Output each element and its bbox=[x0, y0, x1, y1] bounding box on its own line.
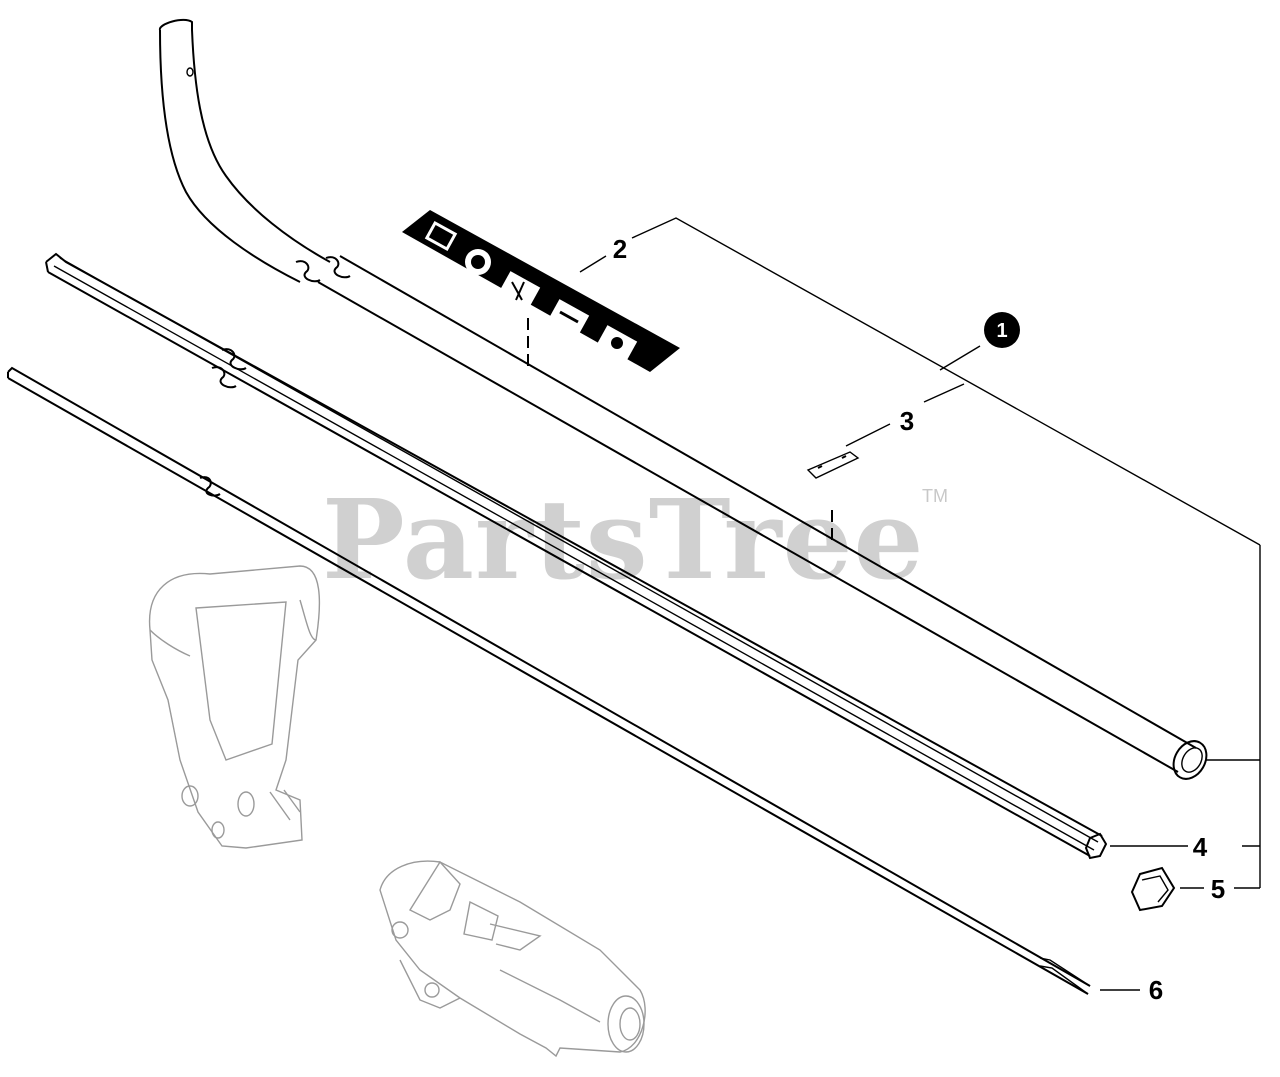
safety-label-icon bbox=[402, 210, 680, 372]
drive-shaft-icon bbox=[7, 366, 1091, 995]
callout-6-label: 6 bbox=[1149, 975, 1163, 1005]
handle-ghost-icon bbox=[148, 565, 321, 849]
callout-5-label: 5 bbox=[1211, 874, 1225, 904]
callout-2-label: 2 bbox=[613, 234, 627, 264]
callout-1-label: 1 bbox=[996, 320, 1007, 342]
bushing-icon bbox=[1130, 866, 1176, 912]
leader-lines bbox=[579, 217, 1261, 991]
callout-1: 1 bbox=[984, 312, 1020, 348]
watermark-trademark: TM bbox=[922, 486, 948, 506]
nameplate-icon bbox=[806, 451, 860, 479]
drive-shaft-liner-icon bbox=[45, 252, 1108, 860]
engine-housing-ghost-icon bbox=[379, 860, 646, 1058]
callout-4-label: 4 bbox=[1193, 832, 1208, 862]
callout-3-label: 3 bbox=[900, 406, 914, 436]
watermark-brand: PartsTree bbox=[322, 475, 925, 604]
outer-tube bbox=[159, 18, 1208, 780]
